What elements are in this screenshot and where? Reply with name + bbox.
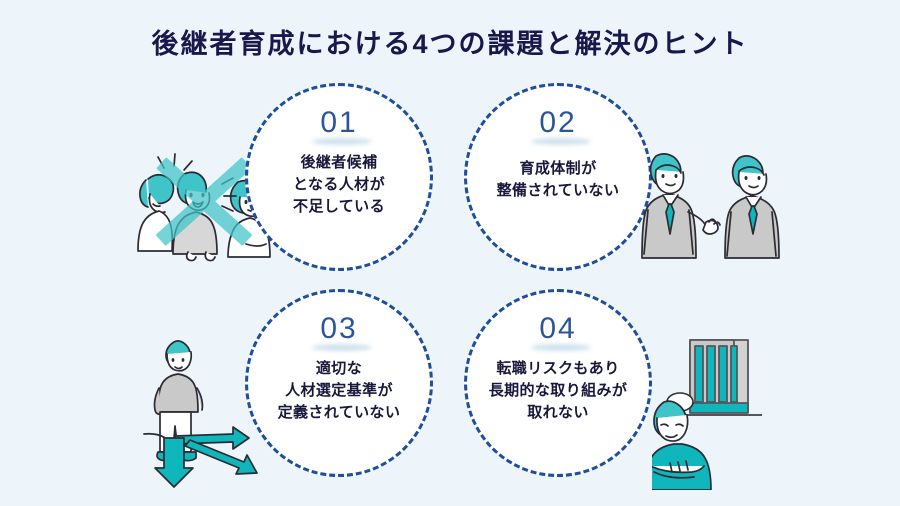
challenge-number-03: 03 (320, 312, 358, 345)
worried-person-building-svg (644, 339, 762, 491)
challenge-text-02: 育成体制が 整備されていない (497, 158, 620, 202)
challenge-text-01-line-3: 不足している (293, 198, 385, 216)
page-title: 後継者育成における4つの課題と解決のヒント (151, 29, 749, 59)
illustration-worried-person-and-building (644, 330, 802, 491)
challenge-number-02: 02 (539, 106, 577, 139)
challenge-text-03-line-1: 適切な (315, 360, 363, 377)
challenge-text-04-line-1: 転職リスクもあり (496, 360, 620, 377)
challenge-number-04: 04 (539, 312, 577, 345)
arrow-down-right (184, 439, 258, 475)
illustration-two-businessmen (626, 142, 786, 260)
office-building-icon (676, 339, 762, 416)
arrow-down (154, 437, 194, 488)
challenge-circle-03[interactable]: 03 適切な 人材選定基準が 定義されていない (245, 289, 433, 477)
challenge-circle-01[interactable]: 01 後継者候補 となる人材が 不足している (245, 83, 433, 271)
x-mark-overlay (155, 157, 253, 246)
challenge-text-04-line-3: 取れない (527, 404, 589, 422)
challenge-circle-02[interactable]: 02 育成体制が 整備されていない (464, 83, 652, 271)
challenge-text-03-line-3: 定義されていない (277, 404, 401, 422)
challenge-text-04: 転職リスクもあり 長期的な取り組みが 取れない (489, 358, 628, 425)
challenge-circle-04[interactable]: 04 転職リスクもあり 長期的な取り組みが 取れない (464, 289, 652, 477)
challenge-text-03-line-2: 人材選定基準が (285, 382, 393, 400)
challenge-text-01-line-2: となる人材が (293, 176, 385, 194)
crossroads-arrows-svg (143, 340, 258, 488)
challenge-number-01: 01 (320, 106, 358, 139)
challenge-text-02-line-2: 整備されていない (496, 182, 620, 200)
challenge-text-04-line-2: 長期的な取り組みが (488, 382, 628, 400)
illustration-person-at-crossroads (142, 330, 287, 490)
challenge-text-01-line-1: 後継者候補 (300, 154, 378, 171)
challenge-text-01: 後継者候補 となる人材が 不足している (293, 152, 385, 219)
challenge-text-02-line-1: 育成体制が (519, 160, 597, 177)
challenge-text-03: 適切な 人材選定基準が 定義されていない (278, 358, 401, 425)
two-businessmen-svg (641, 153, 780, 259)
